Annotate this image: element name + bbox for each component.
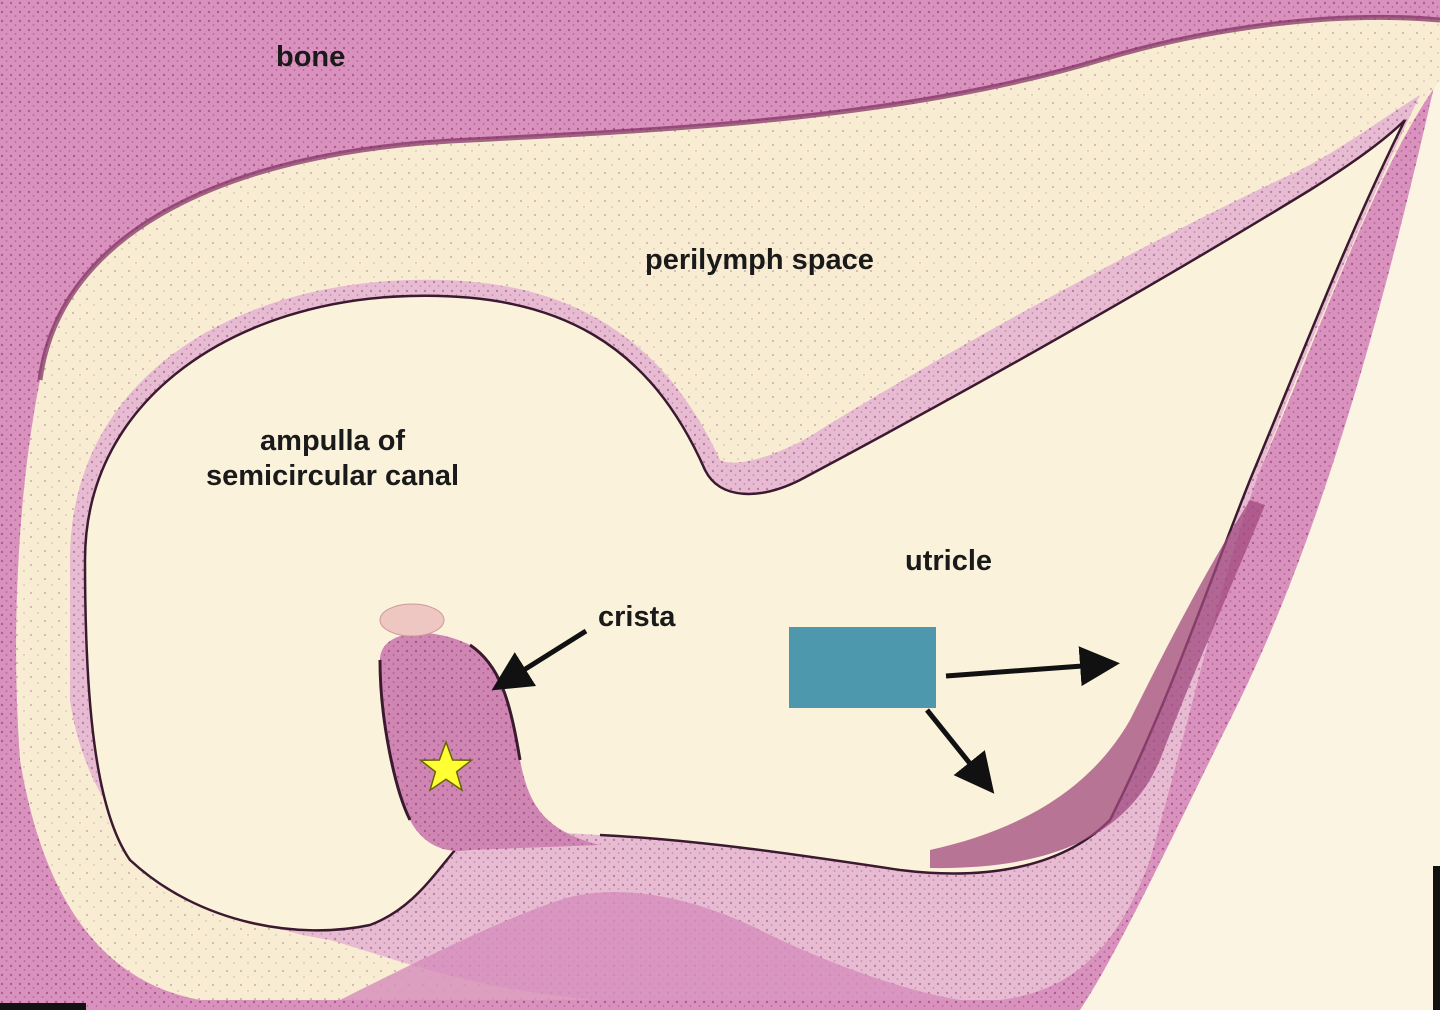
cupula [379, 603, 445, 637]
label-perilymph-space: perilymph space [645, 244, 874, 276]
label-utricle: utricle [905, 545, 993, 577]
edge-bar [1433, 866, 1440, 1010]
star-icon [418, 740, 474, 792]
lower-tissue [340, 891, 960, 1000]
light-region-right [1080, 60, 1440, 1010]
label-bone: bone [276, 41, 346, 73]
label-ampulla-line2: semicircular canal [206, 459, 460, 492]
scale-bar [0, 1003, 86, 1010]
answer-mask-box [789, 627, 936, 708]
label-ampulla: ampulla of semicircular canal [206, 424, 459, 494]
macula-utricle [930, 500, 1265, 869]
label-crista: crista [598, 601, 676, 633]
label-ampulla-line1: ampulla of [260, 425, 406, 457]
